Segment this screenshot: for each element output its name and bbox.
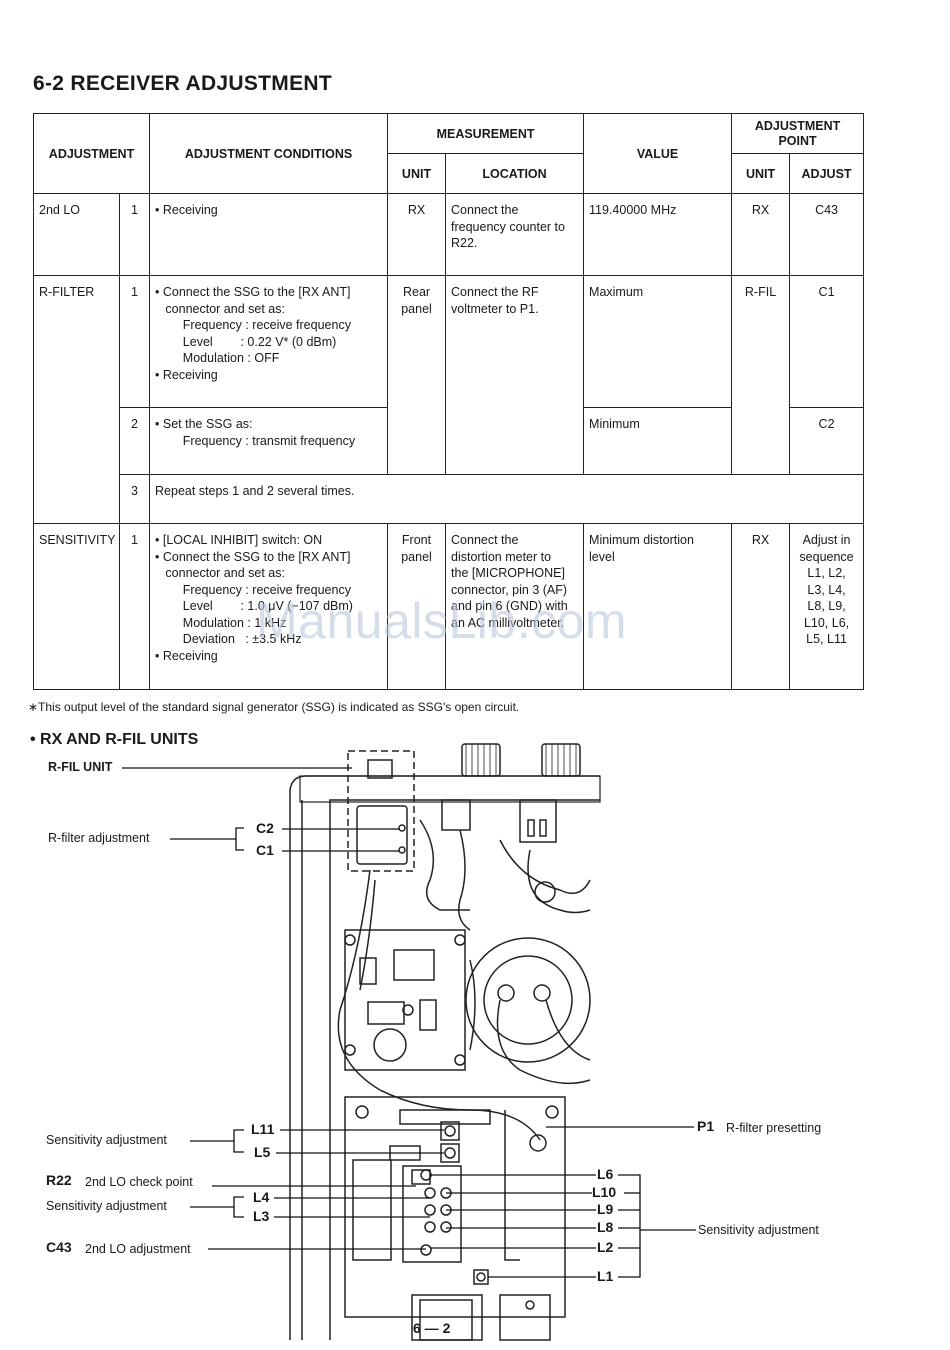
adjustment-name: 2nd LO: [39, 203, 81, 217]
table-row: 2 • Set the SSG as: Frequency : transmit…: [34, 407, 865, 475]
ap-unit: RX: [751, 203, 770, 217]
l11-label: L11: [251, 1121, 275, 1137]
conditions: Repeat steps 1 and 2 several times.: [155, 484, 355, 498]
measurement-location: Connect the frequency counter to R22.: [451, 203, 565, 250]
receiver-adjustment-table: ADJUSTMENT ADJUSTMENT CONDITIONS MEASURE…: [32, 113, 865, 690]
page-title: 6-2 RECEIVER ADJUSTMENT: [33, 72, 333, 95]
measurement-unit: RX: [407, 203, 426, 217]
value: Minimum: [589, 417, 640, 431]
sensitivity-adjustment-label: Sensitivity adjustment: [698, 1223, 819, 1237]
table-row: 3 Repeat steps 1 and 2 several times.: [34, 474, 865, 524]
l4-label: L4: [253, 1189, 270, 1205]
header-unit: UNIT: [387, 153, 447, 194]
footnote: ∗This output level of the standard signa…: [28, 700, 520, 714]
conditions: • Connect the SSG to the [RX ANT] connec…: [155, 285, 351, 382]
c43-label: C43: [46, 1239, 72, 1255]
value: Maximum: [589, 285, 644, 299]
step-number: 1: [131, 203, 138, 217]
step-number: 2: [131, 417, 138, 431]
header-ap-adjust: ADJUST: [789, 153, 865, 194]
c2-label: C2: [256, 820, 274, 836]
step-number: 3: [131, 484, 138, 498]
measurement-location: Connect the distortion meter to the [MIC…: [451, 533, 568, 630]
l10-label: L10: [592, 1184, 617, 1200]
ap-adjust: C2: [818, 417, 835, 431]
sensitivity-adjustment-label: Sensitivity adjustment: [46, 1133, 167, 1147]
rfil-unit-label: R-FIL UNIT: [48, 760, 113, 774]
page-number: 6 — 2: [413, 1320, 451, 1336]
value: 119.40000 MHz: [589, 203, 677, 217]
ap-unit: R-FIL: [744, 285, 777, 299]
r22-description: 2nd LO check point: [85, 1175, 193, 1189]
conditions: • [LOCAL INHIBIT] switch: ON • Connect t…: [155, 533, 353, 663]
measurement-unit: Rear panel: [401, 285, 432, 316]
ap-adjust: Adjust in sequence L1, L2, L3, L4, L8, L…: [799, 533, 854, 646]
p1-description: R-filter presetting: [726, 1121, 822, 1135]
step-number: 1: [131, 285, 138, 299]
header-value: VALUE: [583, 113, 733, 194]
ap-unit: RX: [751, 533, 770, 547]
c1-label: C1: [256, 842, 274, 858]
header-conditions: ADJUSTMENT CONDITIONS: [149, 113, 389, 194]
conditions: • Receiving: [155, 203, 218, 217]
l8-label: L8: [597, 1219, 614, 1235]
watermark: ManualsLib.com: [256, 593, 628, 649]
l2-label: L2: [597, 1239, 614, 1255]
header-location: LOCATION: [445, 153, 585, 194]
l1-label: L1: [597, 1268, 614, 1284]
rfilter-adjustment-label: R-filter adjustment: [48, 831, 150, 845]
table-row: R-FILTER 1 • Connect the SSG to the [RX …: [33, 275, 865, 524]
header-adjustment-point: ADJUSTMENT POINT: [731, 113, 865, 154]
measurement-location: Connect the RF voltmeter to P1.: [451, 285, 539, 316]
l9-label: L9: [597, 1201, 614, 1217]
r22-label: R22: [46, 1172, 72, 1188]
ap-adjust: C1: [818, 285, 835, 299]
table-row: SENSITIVITY 1 • [LOCAL INHIBIT] switch: …: [33, 523, 865, 690]
header-adjustment: ADJUSTMENT: [32, 113, 151, 194]
l3-label: L3: [253, 1208, 270, 1224]
conditions: • Set the SSG as: Frequency : transmit f…: [155, 417, 356, 448]
table-row: 2nd LO 1 • Receiving RX Connect the freq…: [33, 193, 865, 276]
value: Minimum distortion level: [589, 533, 694, 564]
adjustment-name: R-FILTER: [39, 285, 95, 299]
section-subtitle: • RX AND R-FIL UNITS: [30, 731, 199, 748]
adjustment-name: SENSITIVITY: [39, 533, 116, 547]
step-number: 1: [131, 533, 138, 547]
p1-label: P1: [697, 1118, 715, 1134]
header-measurement: MEASUREMENT: [387, 113, 585, 154]
sensitivity-adjustment-label: Sensitivity adjustment: [46, 1199, 167, 1213]
measurement-unit: Front panel: [401, 533, 432, 564]
l6-label: L6: [597, 1166, 614, 1182]
c43-description: 2nd LO adjustment: [85, 1242, 191, 1256]
ap-adjust: C43: [815, 203, 838, 217]
l5-label: L5: [254, 1144, 271, 1160]
